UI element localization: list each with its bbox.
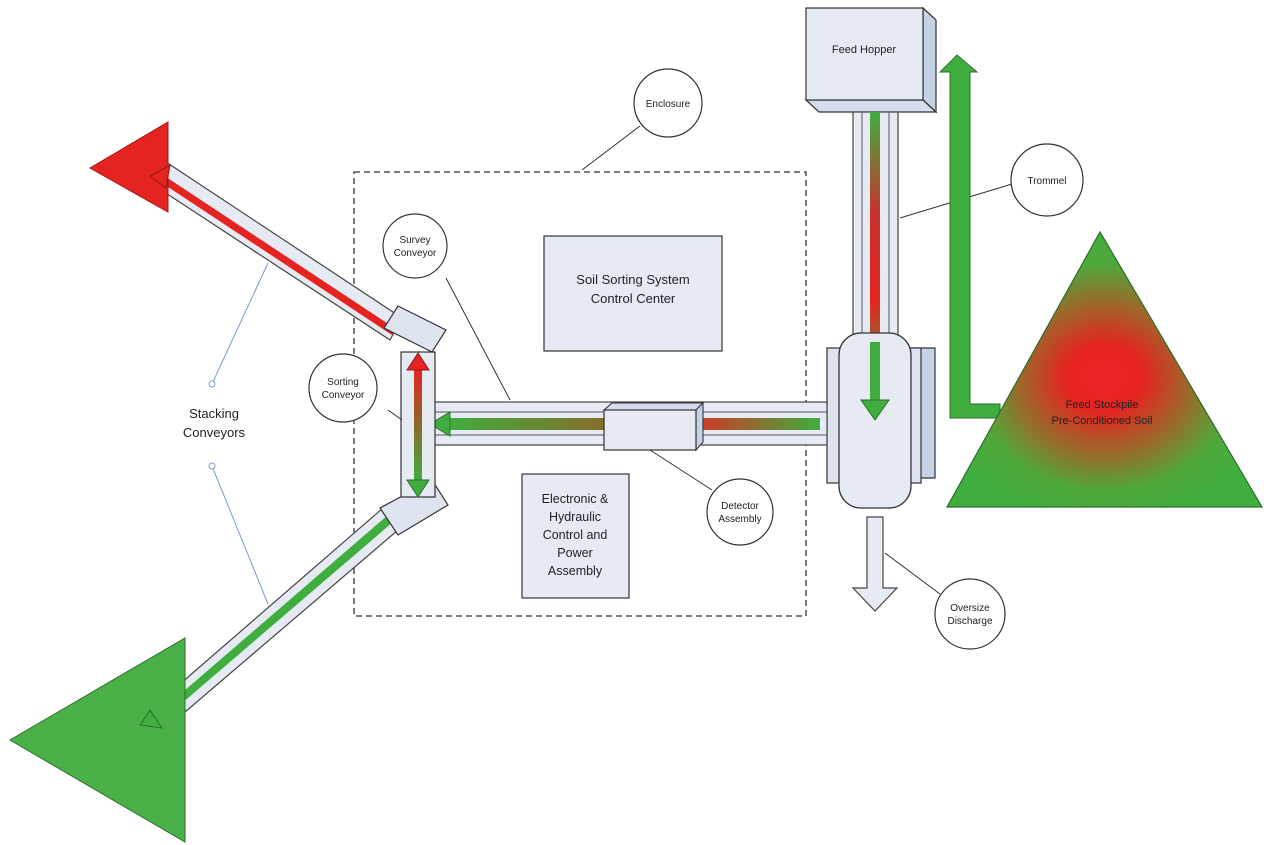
enclosure-callout (633, 68, 703, 138)
stacking-conveyors-label-2: Conveyors (183, 425, 246, 440)
oversize-discharge-arrow (851, 516, 899, 612)
detector-callout (706, 478, 774, 546)
electronic-label-4: Power (557, 546, 592, 560)
stacking-conveyors-label-1: Stacking (189, 406, 239, 421)
trommel-drum (826, 332, 936, 509)
control-center-label-1: Soil Sorting System (576, 272, 689, 287)
electronic-hydraulic-assembly (521, 473, 630, 599)
oversize-label-2: Discharge (947, 616, 992, 627)
electronic-label-2: Hydraulic (549, 510, 601, 524)
oversize-label-1: Oversize (950, 603, 990, 614)
sorting-conveyor-label-1: Sorting (327, 377, 359, 388)
stacking-leader-lines (208, 262, 269, 605)
feed-hopper-label: Feed Hopper (832, 44, 897, 56)
stacking-conveyor-lower (9, 479, 449, 843)
survey-arrow-head (429, 411, 451, 437)
stacking-conveyor-upper (88, 121, 447, 353)
survey-conveyor-callout (382, 213, 448, 279)
trommel-label: Trommel (1027, 176, 1066, 187)
trommel-callout (1010, 143, 1084, 217)
sorting-conveyor-label-2: Conveyor (322, 390, 365, 401)
feed-stockpile (945, 230, 1264, 508)
electronic-label-5: Assembly (548, 564, 603, 578)
feed-hopper: Feed Hopper (804, 6, 938, 114)
detector-label-1: Detector (721, 501, 759, 512)
survey-conveyor-label-1: Survey (399, 235, 430, 246)
control-center (543, 235, 723, 352)
sorting-conveyor-callout (308, 353, 378, 423)
control-center-label-2: Control Center (591, 291, 676, 306)
electronic-label-1: Electronic & (542, 492, 609, 506)
feed-stockpile-label-1: Feed Stockpile (1066, 399, 1139, 411)
detector-assembly (602, 401, 705, 452)
detector-label-2: Assembly (718, 514, 761, 525)
survey-conveyor-label-2: Conveyor (394, 248, 437, 259)
return-arrow (938, 54, 1001, 419)
oversize-callout (934, 578, 1006, 650)
electronic-label-3: Control and (543, 528, 608, 542)
sorting-conveyor (400, 351, 436, 498)
enclosure-label: Enclosure (646, 99, 691, 110)
feed-stockpile-label-2: Pre-Conditioned Soil (1052, 415, 1153, 427)
